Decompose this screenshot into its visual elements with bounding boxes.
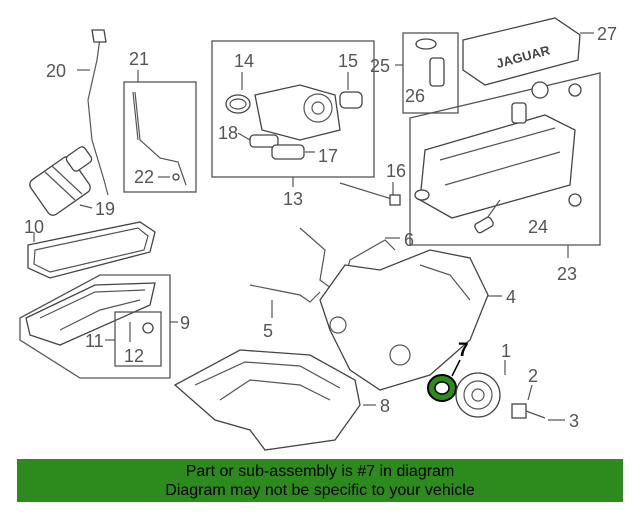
callout-22: 22	[134, 167, 154, 187]
callout-6: 6	[404, 230, 414, 250]
front-crank-seal-part	[427, 374, 457, 402]
upper-oil-pan-part	[173, 349, 361, 451]
drain-plug-box	[114, 311, 162, 367]
callout-26: 26	[405, 86, 425, 106]
bolt-part	[339, 182, 396, 201]
oil-pan-gasket-part	[27, 221, 156, 279]
ignition-coil-part	[474, 216, 494, 234]
engine-cover-part	[462, 17, 581, 86]
hose-fitting-part	[339, 91, 363, 109]
callout-10: 10	[24, 217, 44, 237]
callout-9: 9	[180, 313, 190, 333]
sensor-part	[249, 134, 279, 148]
timing-cover-gasket-part	[249, 284, 321, 303]
oil-filter-part	[29, 146, 93, 216]
thermostat-part	[271, 144, 305, 160]
callout-14: 14	[234, 51, 254, 71]
crankshaft-pulley-part	[455, 372, 501, 418]
callout-15: 15	[338, 51, 358, 71]
valve-cover-plug-part	[531, 81, 549, 99]
tube-part	[134, 91, 187, 186]
o-ring-part	[225, 94, 251, 114]
callout-5: 5	[263, 321, 273, 341]
callout-12: 12	[124, 346, 144, 366]
callout-25: 25	[370, 56, 390, 76]
callout-16: 16	[386, 161, 406, 181]
tube-group-box	[123, 81, 197, 193]
callout-24: 24	[528, 217, 548, 237]
callout-11: 11	[85, 331, 104, 351]
callout-1: 1	[501, 341, 511, 361]
info-banner: Part or sub-assembly is #7 in diagram Di…	[17, 459, 623, 502]
callout-3: 3	[569, 411, 579, 431]
callout-27: 27	[597, 24, 617, 44]
callout-18: 18	[218, 123, 238, 143]
banner-line-2: Diagram may not be specific to your vehi…	[165, 482, 475, 499]
callout-13: 13	[283, 189, 303, 209]
pcv-valve-part	[429, 57, 445, 87]
dipstick-part	[87, 29, 109, 196]
callout-21: 21	[129, 49, 149, 69]
callout-19: 19	[95, 199, 115, 219]
callout-17: 17	[318, 146, 338, 166]
valve-cover-seal-part	[568, 83, 582, 97]
banner-line-1: Part or sub-assembly is #7 in diagram	[185, 463, 455, 480]
drain-plug-part	[142, 322, 154, 334]
callout-8: 8	[380, 396, 390, 416]
water-pump-housing-part	[254, 84, 341, 141]
oil-pan-group-box	[19, 274, 171, 379]
callout-7: 7	[458, 340, 469, 361]
callout-23: 23	[557, 264, 577, 284]
callout-2: 2	[528, 366, 538, 386]
callout-4: 4	[506, 287, 516, 307]
pulley-bolt-part	[511, 403, 527, 419]
lower-oil-pan-part	[25, 282, 156, 346]
callout-20: 20	[46, 61, 66, 81]
oil-cap-part	[415, 38, 437, 50]
timing-cover-part	[319, 249, 489, 391]
